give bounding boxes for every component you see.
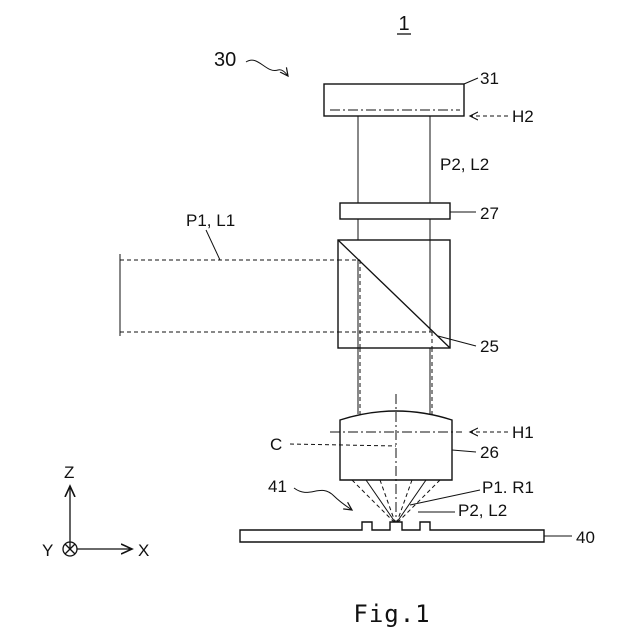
leader-31 — [464, 78, 478, 84]
label-beam-p2-l2-bottom: P2, L2 — [458, 501, 507, 520]
label-plane-h1: H1 — [512, 423, 534, 442]
figure-caption: Fig.1 — [353, 600, 430, 628]
converge-p2-left — [366, 480, 395, 522]
leader-p1-l1 — [206, 230, 220, 260]
label-plane-h2: H2 — [512, 107, 534, 126]
converge-p2-right — [397, 480, 426, 522]
label-axis-x: X — [138, 541, 149, 560]
plate-block — [340, 203, 450, 219]
leader-sensor-unit — [246, 60, 288, 76]
label-axis-y: Y — [42, 541, 53, 560]
leader-26 — [452, 450, 476, 452]
label-beam-splitter: 25 — [480, 337, 499, 356]
label-plate: 27 — [480, 204, 499, 223]
label-target-region: 41 — [268, 477, 287, 496]
device-label: 1 — [398, 13, 409, 35]
detector-block — [324, 84, 464, 116]
label-beam-p1-r1: P1. R1 — [482, 478, 534, 497]
leader-target-region — [294, 488, 352, 510]
label-axis-c: C — [270, 435, 282, 454]
label-axis-z: Z — [64, 463, 74, 482]
label-beam-p2-l2-top: P2, L2 — [440, 155, 489, 174]
label-sensor-unit: 30 — [214, 49, 236, 71]
label-lens: 26 — [480, 443, 499, 462]
label-beam-p1-l1: P1, L1 — [186, 211, 235, 230]
label-substrate: 40 — [576, 528, 595, 547]
label-detector: 31 — [480, 69, 499, 88]
substrate-block — [240, 522, 544, 542]
